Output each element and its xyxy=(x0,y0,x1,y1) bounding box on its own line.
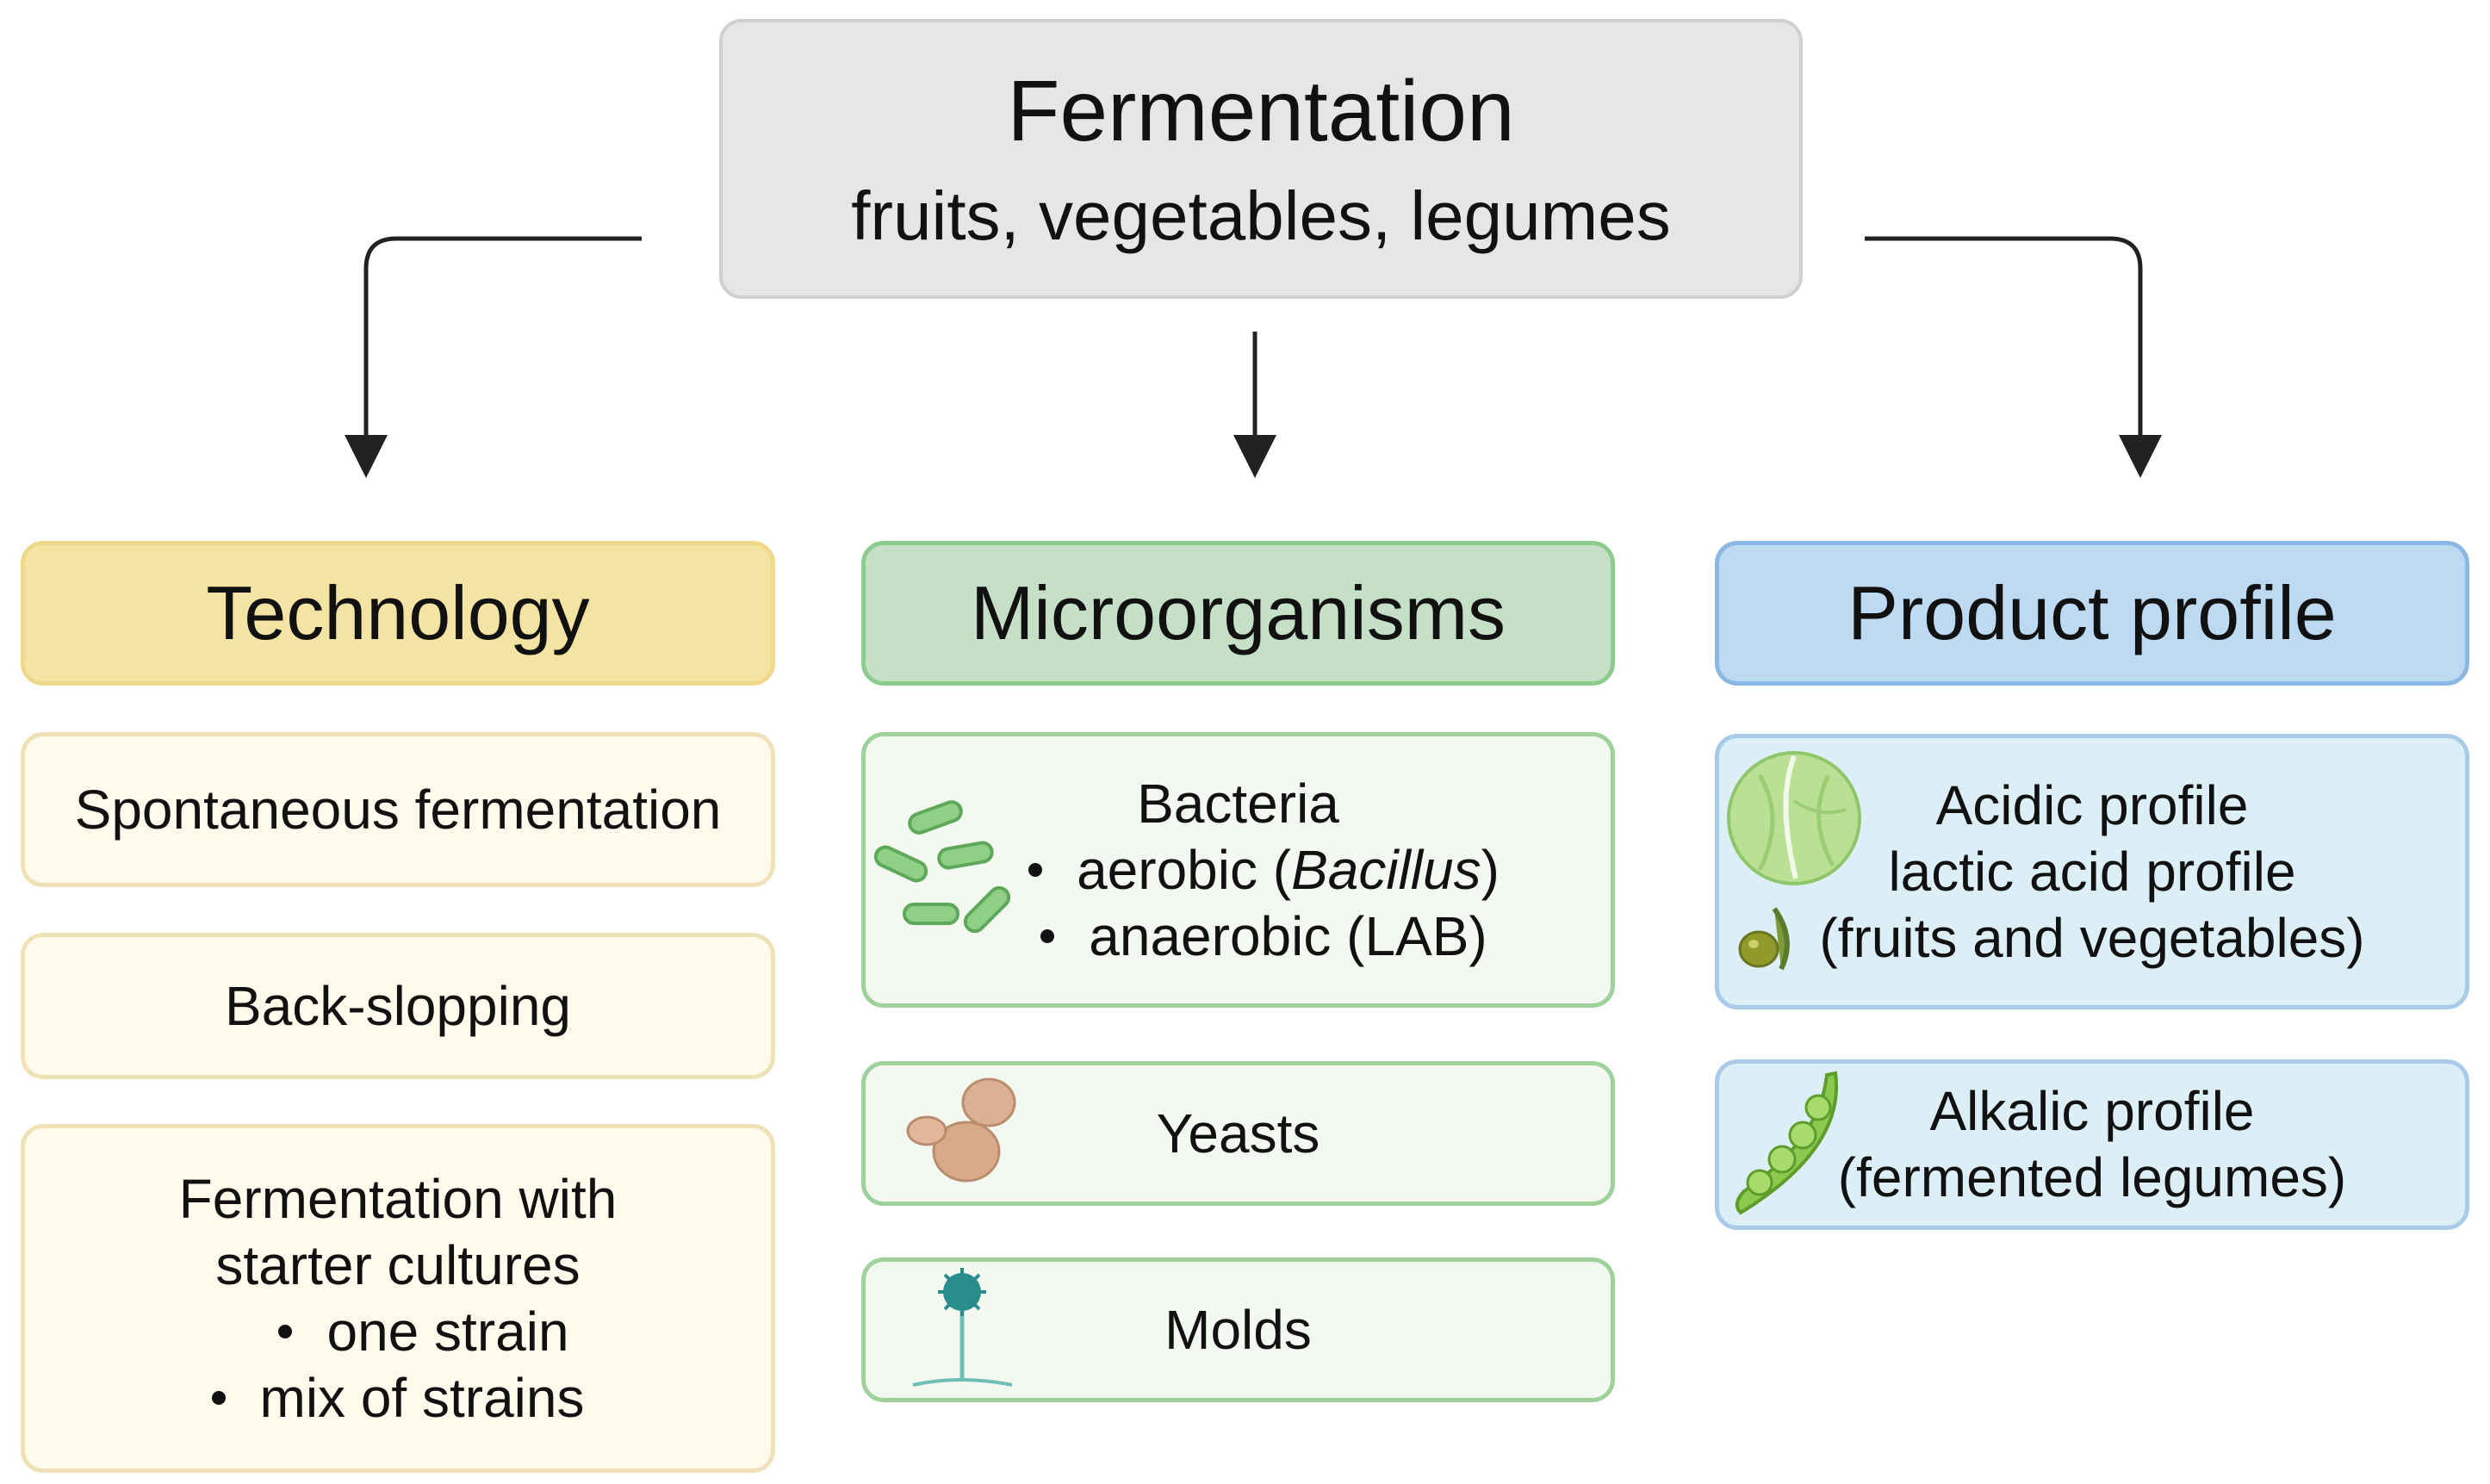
bacteria-bullet-anaerobic: anaerobic (LAB) xyxy=(1040,903,1487,970)
yeast-icon xyxy=(906,1077,1016,1183)
bacteria-icon xyxy=(873,800,1011,934)
acidic-line-2: lactic acid profile xyxy=(1888,840,2296,903)
root-title: Fermentation xyxy=(1007,62,1515,159)
acidic-line-3: (fruits and vegetables) xyxy=(1819,906,2365,969)
technology-item-back-slopping: Back-slopping xyxy=(21,933,775,1079)
starter-bullet-one-strain: one strain xyxy=(278,1299,569,1365)
technology-item-starter-cultures: Fermentation with starter cultures one s… xyxy=(21,1124,775,1473)
technology-header-label: Technology xyxy=(206,570,590,655)
pea-pod-icon xyxy=(1735,1071,1839,1215)
fermentation-root-box: Fermentation fruits, vegetables, legumes xyxy=(719,19,1803,299)
microorganisms-header: Microorganisms xyxy=(861,541,1615,686)
acidic-line-1: Acidic profile xyxy=(1935,773,2249,836)
technology-item-label: Spontaneous fermentation xyxy=(74,778,722,841)
root-subtitle: fruits, vegetables, legumes xyxy=(851,177,1671,254)
microorganisms-item-bacteria: Bacteria aerobic (Bacillus) anaerobic (L… xyxy=(861,732,1615,1008)
yeasts-label: Yeasts xyxy=(1156,1102,1320,1164)
technology-item-label: Back-slopping xyxy=(225,974,571,1037)
alkalic-line-1: Alkalic profile xyxy=(1929,1080,2255,1142)
starter-line-2: starter cultures xyxy=(215,1233,581,1296)
technology-item-spontaneous: Spontaneous fermentation xyxy=(21,732,775,887)
product-profile-header-label: Product profile xyxy=(1847,570,2337,655)
bacteria-bullet-aerobic: aerobic (Bacillus) xyxy=(1028,837,1500,903)
olive-icon xyxy=(1738,907,1790,971)
microorganisms-item-molds: Molds xyxy=(861,1257,1615,1402)
starter-bullet-mix-strains: mix of strains xyxy=(211,1365,584,1431)
microorganisms-header-label: Microorganisms xyxy=(970,570,1506,655)
technology-header: Technology xyxy=(21,541,775,686)
arrow-to-technology xyxy=(345,236,642,478)
mold-icon xyxy=(912,1268,1013,1387)
starter-line-1: Fermentation with xyxy=(178,1167,618,1230)
product-profile-item-alkalic: Alkalic profile (fermented legumes) xyxy=(1715,1059,2469,1230)
bacillus-genus: Bacillus xyxy=(1291,838,1481,901)
molds-label: Molds xyxy=(1164,1298,1312,1361)
cabbage-icon xyxy=(1727,751,1861,885)
alkalic-line-2: (fermented legumes) xyxy=(1837,1146,2347,1208)
product-profile-header: Product profile xyxy=(1715,541,2469,686)
bacteria-title: Bacteria xyxy=(1137,772,1339,835)
arrow-to-product-profile xyxy=(1865,236,2162,478)
